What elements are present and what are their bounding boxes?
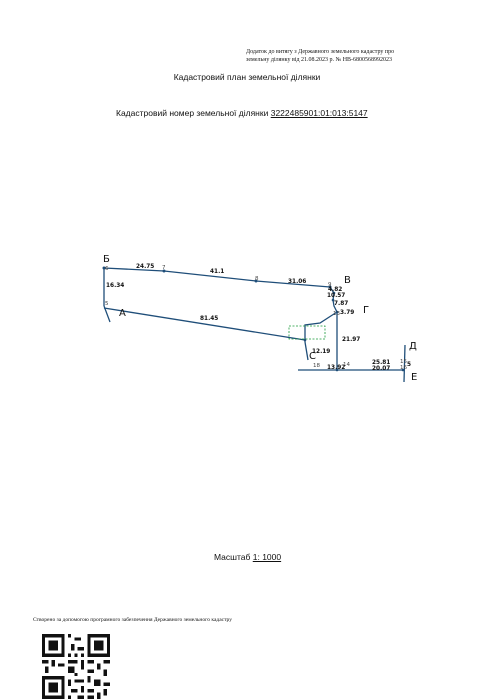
vertex-number: 13 bbox=[333, 311, 340, 317]
qr-code-icon bbox=[42, 634, 110, 699]
segment-length: 31.06 bbox=[288, 279, 306, 285]
segment-length: 7.87 bbox=[334, 301, 348, 307]
segment-length: 10.57 bbox=[327, 293, 345, 299]
vertex-number: 5 bbox=[105, 301, 109, 307]
segment-length: 25.81 bbox=[372, 360, 390, 366]
segment-length: 12.19 bbox=[312, 349, 330, 355]
cadastral-number-label: Кадастровий номер земельної ділянки bbox=[116, 108, 269, 118]
scale-label: Масштаб bbox=[214, 552, 251, 562]
segment-length: 20.07 bbox=[372, 366, 390, 372]
neighbor-label-s: С bbox=[309, 351, 316, 362]
neighbor-label-b: Б bbox=[103, 254, 110, 265]
neighbor-label-v: В bbox=[344, 275, 351, 286]
segment-length: 13.92 bbox=[327, 365, 345, 371]
neighbor-label-e: Е bbox=[411, 372, 417, 383]
vertex-number: 14 bbox=[343, 362, 350, 368]
footer-note: Створено за допомогою програмного забезп… bbox=[33, 617, 232, 623]
header-note-line2: земельну ділянку від 21.08.2023 р. № НВ-… bbox=[246, 57, 393, 63]
vertex-number: 18 bbox=[313, 363, 320, 369]
vertex-number: 8 bbox=[255, 276, 259, 282]
header-note: Додаток до витягу з Державного земельног… bbox=[246, 48, 466, 64]
header-note-line1: Додаток до витягу з Державного земельног… bbox=[246, 49, 395, 55]
segment-length: 3.79 bbox=[340, 310, 354, 316]
vertex-number: 15 bbox=[400, 359, 407, 365]
segment-length: 21.97 bbox=[342, 337, 360, 343]
segment-length: 24.75 bbox=[136, 264, 154, 270]
segment-length: 81.45 bbox=[200, 316, 218, 322]
neighbor-label-g: Г bbox=[363, 305, 369, 316]
segment-length: 5 bbox=[407, 362, 411, 368]
document-title: Кадастровий план земельної ділянки bbox=[173, 72, 321, 82]
scale-line: Масштаб 1: 1000 bbox=[214, 552, 281, 562]
segment-length: 4.82 bbox=[328, 287, 342, 293]
vertex-number: 7 bbox=[162, 265, 166, 271]
neighbor-label-a: А bbox=[119, 308, 126, 319]
vertex-number: 9 bbox=[328, 282, 332, 288]
neighbor-label-d: Д bbox=[409, 341, 417, 352]
scale-value: 1: 1000 bbox=[252, 552, 282, 562]
segment-length: 16.34 bbox=[106, 283, 124, 289]
cadastral-number-line: Кадастровий номер земельної ділянки 3222… bbox=[116, 108, 368, 118]
vertex-number: 16 bbox=[400, 365, 407, 371]
segment-length: 41.1 bbox=[210, 269, 224, 275]
cadastral-number: 3222485901:01:013:5147 bbox=[270, 108, 368, 118]
vertex-number: 6 bbox=[105, 266, 109, 272]
